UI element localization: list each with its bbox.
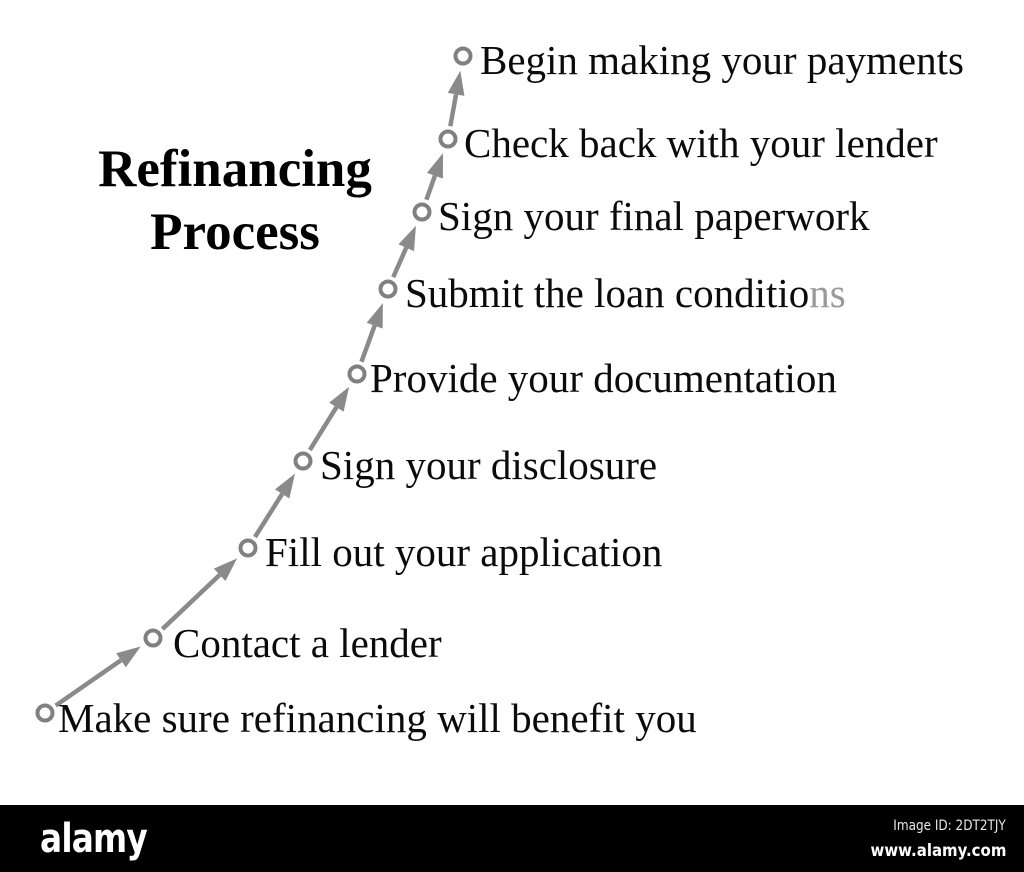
page-title: Refinancing Process — [98, 140, 372, 261]
step-label: Make sure refinancing will benefit you — [58, 695, 697, 741]
step-label: Provide your documentation — [370, 355, 837, 401]
step-label: Sign your final paperwork — [438, 193, 870, 239]
arrow-head — [366, 303, 383, 329]
arrow-shaft — [391, 246, 409, 279]
flow-arrows-and-nodes — [35, 46, 473, 723]
arrow-shaft — [448, 93, 459, 127]
step-node-marker[interactable] — [412, 202, 432, 222]
arrow-shaft — [253, 492, 285, 539]
step-node-marker[interactable] — [438, 129, 458, 149]
step-label: Submit the loan conditions — [405, 270, 846, 316]
arrow-head — [213, 558, 238, 581]
arrow-shaft — [424, 174, 438, 201]
step-label: Check back with your lender — [464, 120, 938, 166]
alamy-footer-bar: alamy Image ID: 2DT2TJY www.alamy.com — [0, 805, 1024, 872]
arrow-group — [54, 70, 465, 708]
step-node-marker[interactable] — [378, 279, 398, 299]
step-label: Contact a lender — [173, 620, 442, 666]
arrow-head — [447, 70, 465, 96]
arrow-head — [274, 473, 295, 499]
step-label: Sign your disclosure — [320, 442, 658, 488]
arrow-head — [426, 153, 443, 179]
step-node-marker[interactable] — [35, 703, 55, 723]
arrow-shaft — [160, 573, 222, 631]
step-node-marker[interactable] — [347, 364, 367, 384]
node-group — [35, 46, 473, 723]
arrow-shaft — [307, 405, 339, 452]
step-label: Fill out your application — [265, 529, 663, 575]
arrow-head — [329, 386, 350, 412]
step-node-marker[interactable] — [453, 46, 473, 66]
arrow-shaft — [54, 658, 123, 708]
step-label: Begin making your payments — [480, 37, 964, 83]
footer-image-id: Image ID: 2DT2TJY — [893, 818, 1006, 834]
alamy-logo: alamy — [40, 816, 148, 862]
step-node-marker[interactable] — [293, 451, 313, 471]
step-node-marker[interactable] — [143, 628, 163, 648]
step-node-marker[interactable] — [238, 538, 258, 558]
arrow-head — [398, 225, 416, 252]
arrow-head — [116, 646, 141, 668]
footer-url-link[interactable]: www.alamy.com — [870, 841, 1006, 861]
arrow-shaft — [359, 324, 377, 363]
